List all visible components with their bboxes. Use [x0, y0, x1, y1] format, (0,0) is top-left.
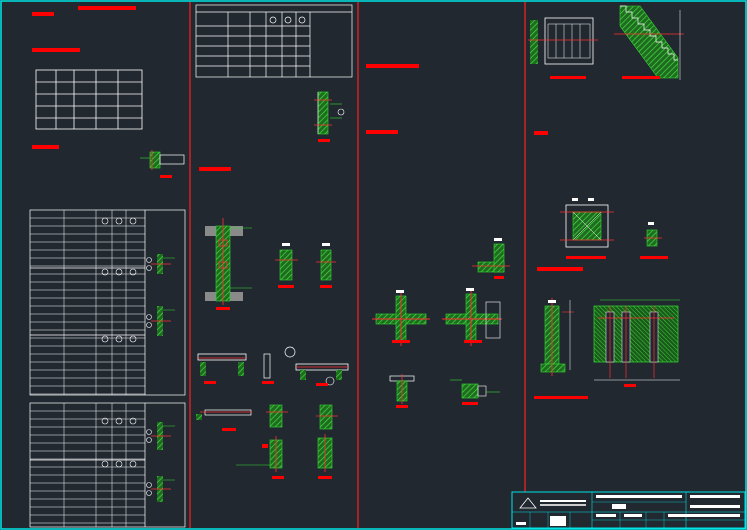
bar-mark-circle — [101, 268, 109, 276]
bar-mark-circle — [101, 460, 109, 468]
beam-section-vertical — [314, 91, 345, 142]
bar-mark-circle — [129, 460, 137, 468]
stair-section — [614, 5, 684, 80]
reinforcement-table-1 — [29, 209, 186, 396]
bar-mark-circle — [129, 417, 137, 425]
section-label-bar — [32, 12, 54, 16]
bar-mark-circle — [101, 417, 109, 425]
section-label-bar — [78, 6, 136, 10]
corner-joint-detail — [472, 238, 510, 279]
beam-detail-mid — [262, 346, 296, 384]
bar-mark-circle — [115, 335, 123, 343]
reinforcement-table-1-rows — [30, 210, 145, 395]
bar-mark-circle — [146, 490, 152, 496]
bar-mark-circle — [146, 265, 152, 271]
bar-mark-circle — [115, 268, 123, 276]
section-label-bar — [366, 64, 419, 68]
schedule-table-top — [195, 4, 353, 78]
panel-4 — [528, 5, 684, 399]
column-section-a — [275, 243, 298, 288]
column-detail-lower-a — [236, 404, 288, 479]
panel-3 — [366, 64, 510, 408]
bar-mark-circle — [146, 437, 152, 443]
title-block — [511, 491, 746, 529]
cross-joint-detail-right — [442, 288, 502, 346]
section-label-bar — [366, 130, 398, 134]
bar-mark-circle — [146, 429, 152, 435]
reinforcement-table-2-rows — [30, 403, 145, 527]
bar-mark-circle — [129, 268, 137, 276]
beam-elevation-right — [295, 363, 349, 386]
bar-mark-circle — [101, 335, 109, 343]
beam-section-lower — [196, 409, 252, 431]
bar-mark-circle — [129, 335, 137, 343]
section-label-bar — [32, 145, 59, 149]
section-label-bar — [537, 267, 583, 271]
small-column-detail — [640, 222, 668, 259]
beam-end-detail — [389, 374, 415, 408]
column-cap-plan — [560, 198, 614, 259]
panel-2 — [195, 4, 353, 479]
bar-mark-circle — [146, 314, 152, 320]
column-detail-lower-b — [316, 404, 338, 479]
beam-detail-small — [140, 150, 185, 178]
bar-mark-circle — [115, 460, 123, 468]
reinforcement-table-2 — [29, 402, 186, 528]
wall-section — [534, 298, 588, 399]
stair-plan — [528, 17, 598, 79]
bar-mark-circle — [129, 217, 137, 225]
section-label-bar — [32, 48, 80, 52]
bar-mark-circle — [146, 482, 152, 488]
beam-elevation-left — [197, 353, 247, 384]
panel-dividers — [189, 2, 526, 528]
bar-mark-circle — [146, 257, 152, 263]
bar-mark-circle — [101, 217, 109, 225]
panel-1 — [29, 6, 186, 528]
company-logo-icon — [519, 497, 586, 509]
section-label-bar — [199, 167, 231, 171]
column-elevation — [205, 218, 252, 310]
bar-mark-circle — [115, 417, 123, 425]
column-details — [146, 254, 175, 502]
rebar-schedule-table-small — [35, 69, 143, 130]
cross-joint-detail-left — [372, 290, 430, 346]
bracket-detail — [450, 379, 500, 405]
bar-mark-circle — [115, 217, 123, 225]
column-section-b — [316, 243, 336, 288]
bar-mark-circle — [146, 322, 152, 328]
wall-elevation — [593, 299, 680, 387]
section-label-bar — [534, 131, 548, 135]
